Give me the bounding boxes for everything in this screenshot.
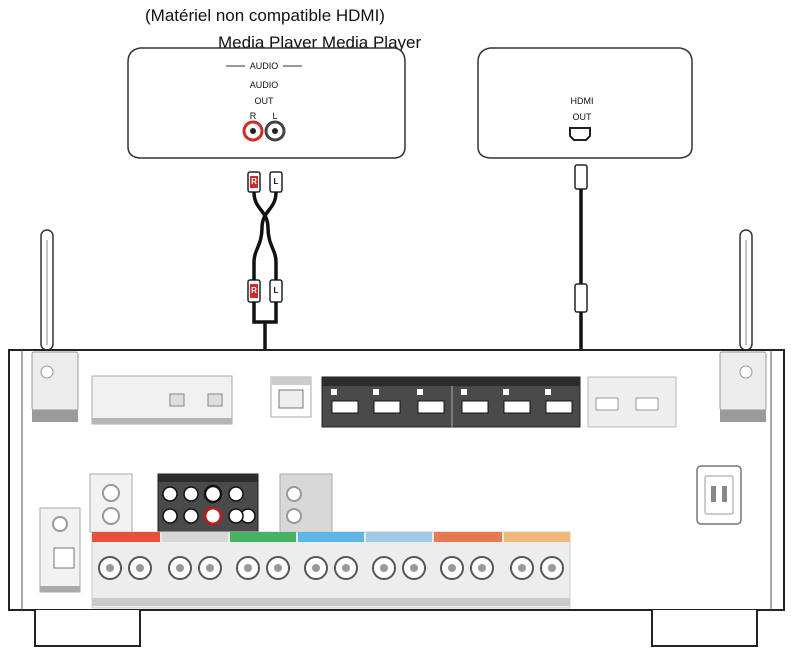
audio-label: AUDIO bbox=[249, 80, 279, 90]
plug-top-left-letter: L bbox=[273, 177, 279, 186]
audio-section-header: AUDIO bbox=[249, 61, 279, 71]
caption-line-1: (Matériel non compatible HDMI) bbox=[145, 6, 385, 25]
plug-bottom-left-letter: L bbox=[273, 286, 279, 295]
av-receiver bbox=[8, 349, 785, 647]
plug-bottom-right-letter: R bbox=[251, 286, 257, 295]
hdmi-out-label: OUT bbox=[572, 112, 592, 122]
left-channel-label: L bbox=[272, 111, 278, 121]
plug-top-right-letter: R bbox=[251, 177, 257, 186]
hdmi-port-icon bbox=[569, 127, 591, 141]
right-media-player bbox=[477, 47, 693, 159]
wireless-antennas bbox=[40, 229, 753, 351]
left-media-player bbox=[127, 47, 406, 159]
audio-out-label: OUT bbox=[254, 96, 274, 106]
hdmi-label: HDMI bbox=[570, 96, 594, 106]
right-channel-label: R bbox=[249, 111, 257, 121]
